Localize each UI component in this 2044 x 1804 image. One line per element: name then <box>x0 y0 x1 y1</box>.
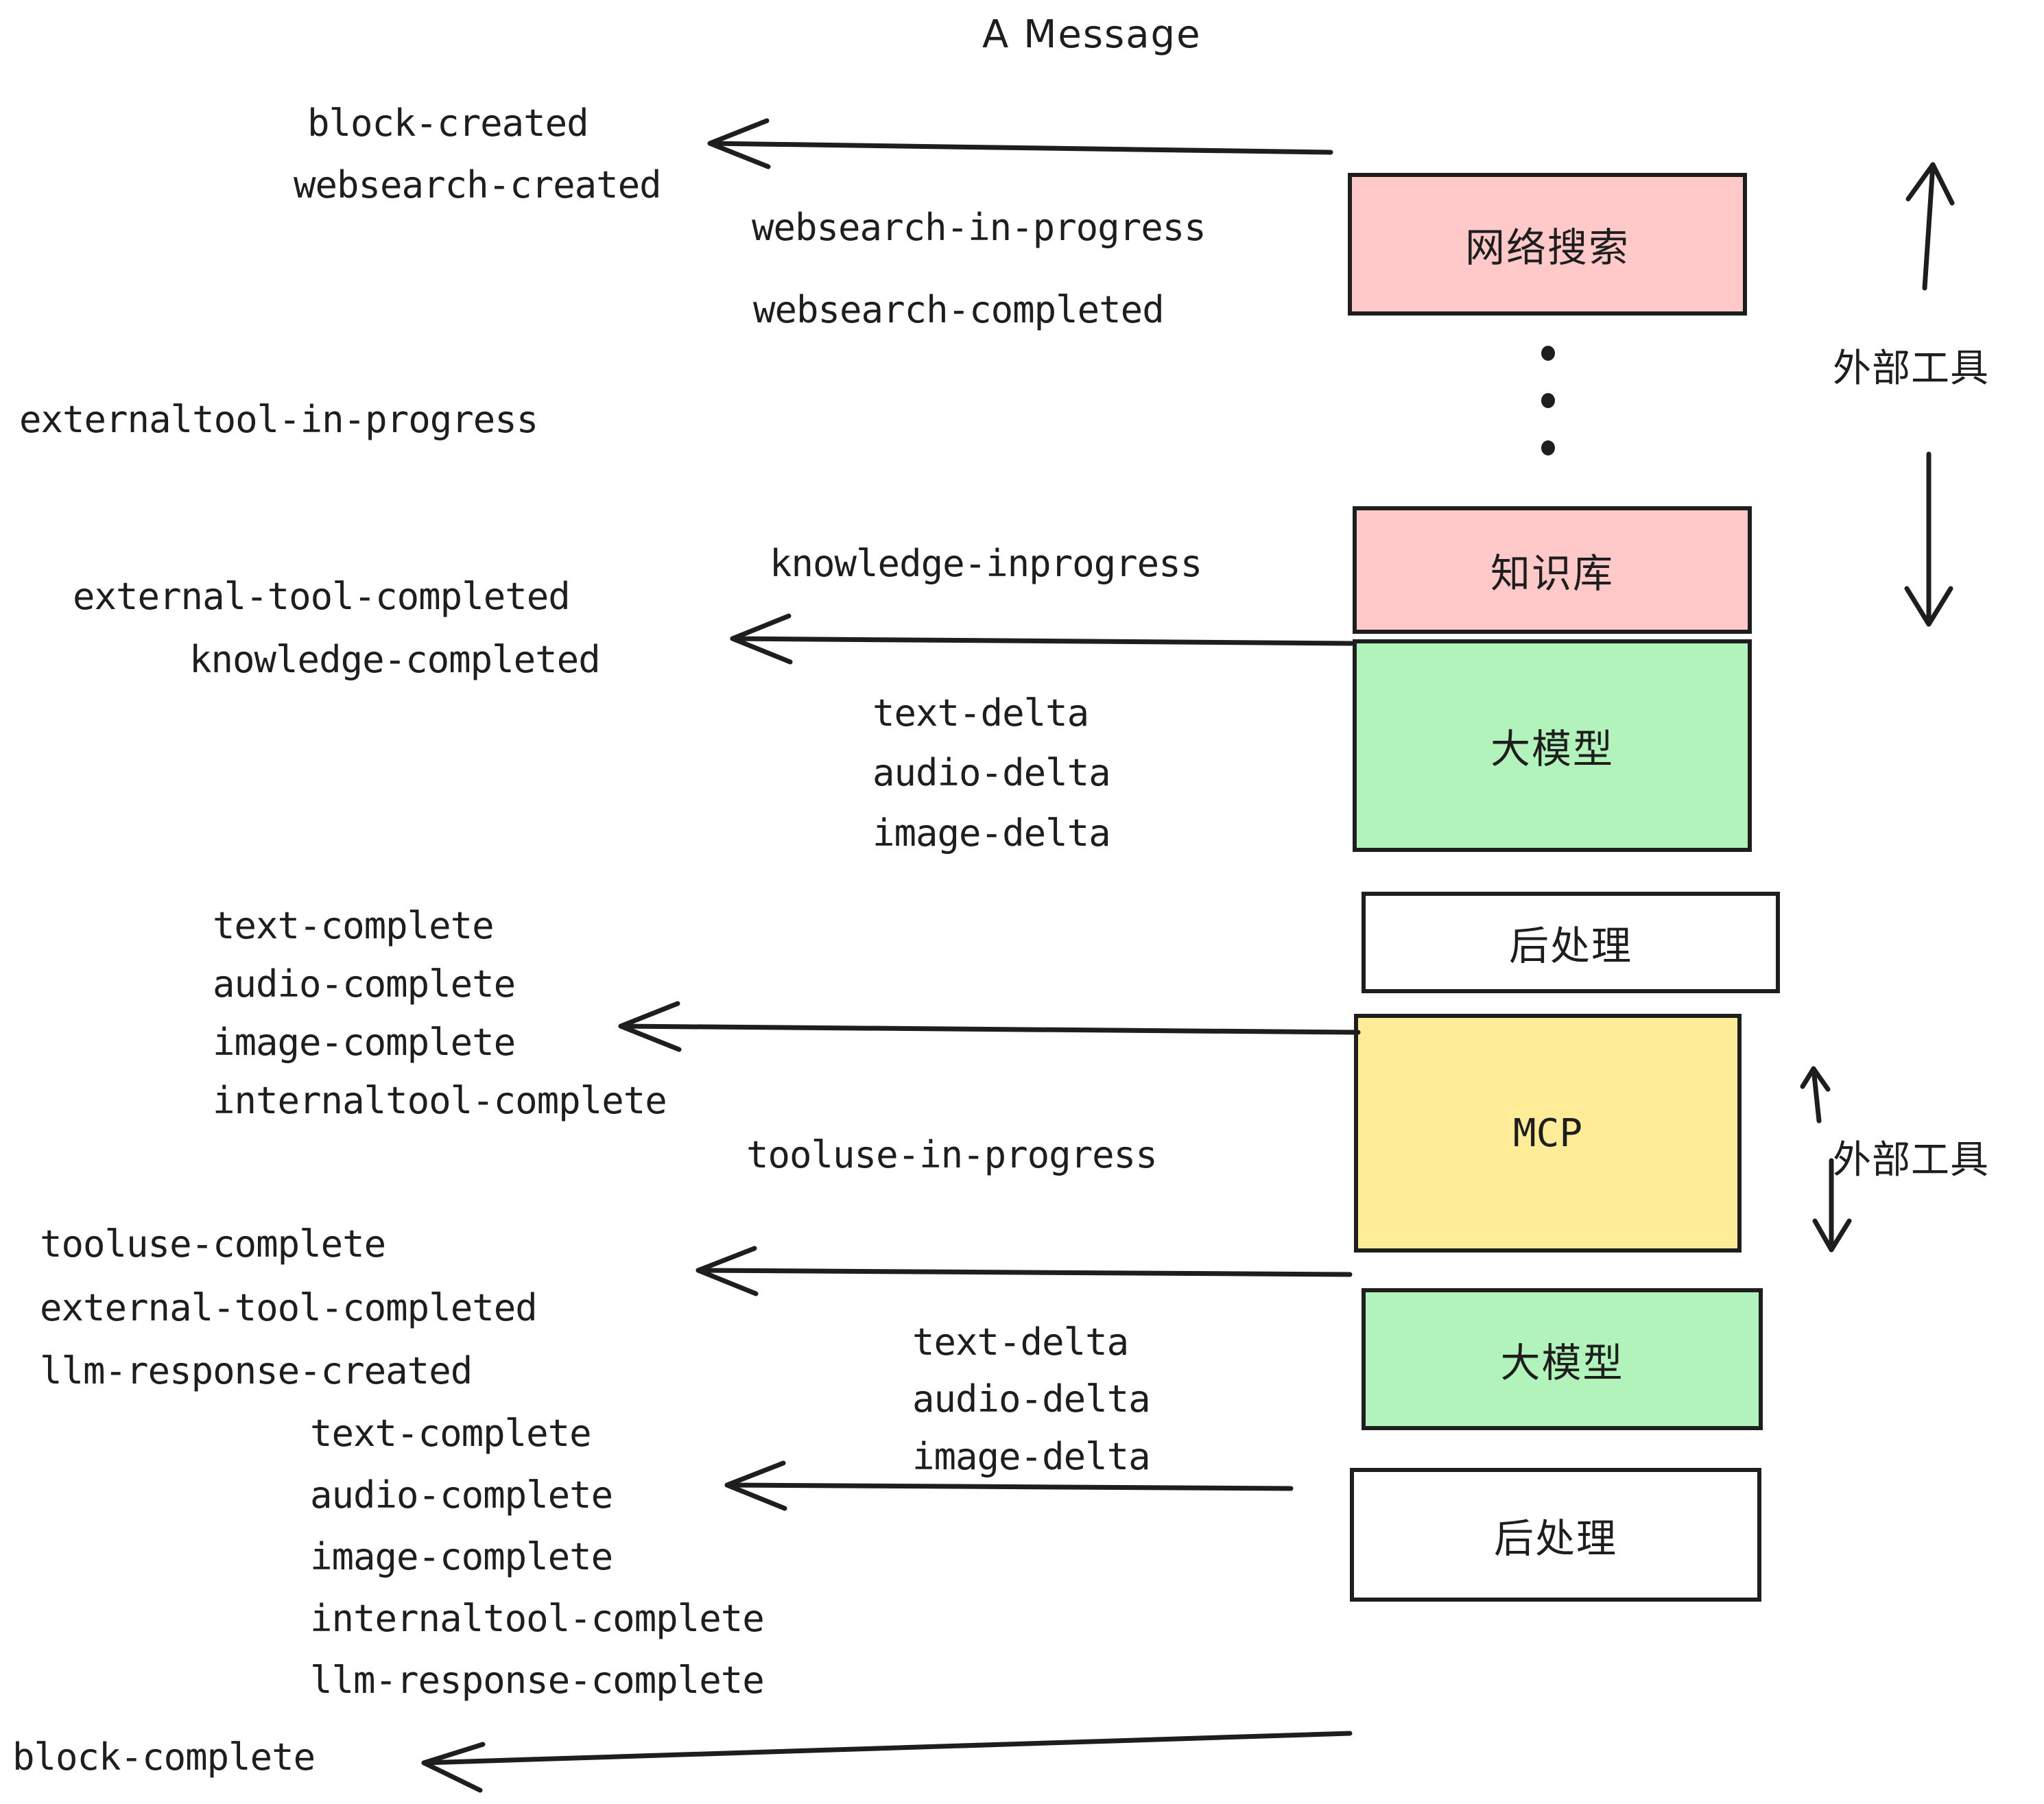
box-label: MCP <box>1512 1111 1583 1156</box>
box-label: 后处理 <box>1508 923 1632 969</box>
event-label-external-tool-completed-2: external-tool-completed <box>40 1286 538 1329</box>
box-knowledge[interactable]: 知识库 <box>1353 506 1752 634</box>
event-label-websearch-created: websearch-created <box>294 163 662 206</box>
event-label-image-delta-2: image-delta <box>912 1435 1151 1478</box>
event-label-tooluse-in-progress: tooluse-in-progress <box>746 1133 1158 1176</box>
vertical-ellipsis <box>1541 346 1556 455</box>
box-label: 知识库 <box>1490 550 1614 597</box>
event-label-image-delta-1: image-delta <box>872 811 1111 855</box>
box-label: 后处理 <box>1493 1515 1617 1562</box>
event-label-text-delta-1: text-delta <box>872 691 1089 735</box>
double-arrow-external-tools-top <box>1904 162 1955 627</box>
arrow-postprocess-to-block-complete <box>421 1731 1353 1793</box>
event-label-audio-delta-2: audio-delta <box>912 1377 1151 1421</box>
side-label-external-tools-bottom: 外部工具 <box>1833 1138 1989 1183</box>
event-label-knowledge-completed: knowledge-completed <box>189 638 601 681</box>
page-title: A Message <box>982 12 1202 57</box>
event-label-block-created: block-created <box>307 102 589 145</box>
event-label-llm-response-complete: llm-response-complete <box>310 1659 765 1702</box>
event-label-externaltool-in-progress: externaltool-in-progress <box>19 398 538 441</box>
event-label-block-complete: block-complete <box>12 1735 316 1779</box>
box-label: 网络搜索 <box>1464 224 1630 271</box>
arrow-postprocess-to-image-complete <box>618 1001 1361 1052</box>
event-label-text-complete-1: text-complete <box>213 904 495 947</box>
box-mcp[interactable]: MCP <box>1354 1014 1742 1253</box>
ellipsis-dot <box>1541 346 1555 361</box>
side-label-external-tools-top: 外部工具 <box>1833 346 1989 391</box>
event-label-image-complete-1: image-complete <box>213 1021 516 1064</box>
box-websearch[interactable]: 网络搜索 <box>1348 173 1747 316</box>
event-label-audio-delta-1: audio-delta <box>872 751 1111 794</box>
box-label: 大模型 <box>1490 726 1614 772</box>
event-label-image-complete-2: image-complete <box>310 1535 613 1578</box>
event-label-external-tool-completed-1: external-tool-completed <box>73 575 571 618</box>
ellipsis-dot <box>1541 440 1555 455</box>
box-label: 大模型 <box>1500 1339 1624 1386</box>
event-label-internaltool-complete-2: internaltool-complete <box>310 1597 765 1640</box>
event-label-text-delta-2: text-delta <box>912 1320 1129 1364</box>
event-label-websearch-in-progress: websearch-in-progress <box>752 206 1207 249</box>
arrow-mcp-to-tooluse-complete <box>696 1246 1353 1296</box>
event-label-knowledge-inprogress: knowledge-inprogress <box>770 542 1202 585</box>
ellipsis-dot <box>1541 393 1555 408</box>
event-label-text-complete-2: text-complete <box>310 1412 592 1455</box>
box-llm-top[interactable]: 大模型 <box>1353 639 1752 852</box>
arrow-knowledge-to-completed <box>730 613 1354 665</box>
box-postprocess-top[interactable]: 后处理 <box>1362 892 1780 993</box>
event-label-audio-complete-1: audio-complete <box>213 962 516 1006</box>
event-label-websearch-completed: websearch-completed <box>753 288 1165 331</box>
event-label-tooluse-complete: tooluse-complete <box>40 1222 386 1266</box>
event-label-audio-complete-2: audio-complete <box>310 1473 613 1517</box>
event-label-internaltool-complete-1: internaltool-complete <box>213 1079 667 1122</box>
box-postprocess-bottom[interactable]: 后处理 <box>1350 1468 1761 1602</box>
box-llm-bottom[interactable]: 大模型 <box>1362 1288 1763 1430</box>
arrow-websearch-to-created <box>707 118 1333 169</box>
event-label-llm-response-created: llm-response-created <box>40 1349 473 1392</box>
